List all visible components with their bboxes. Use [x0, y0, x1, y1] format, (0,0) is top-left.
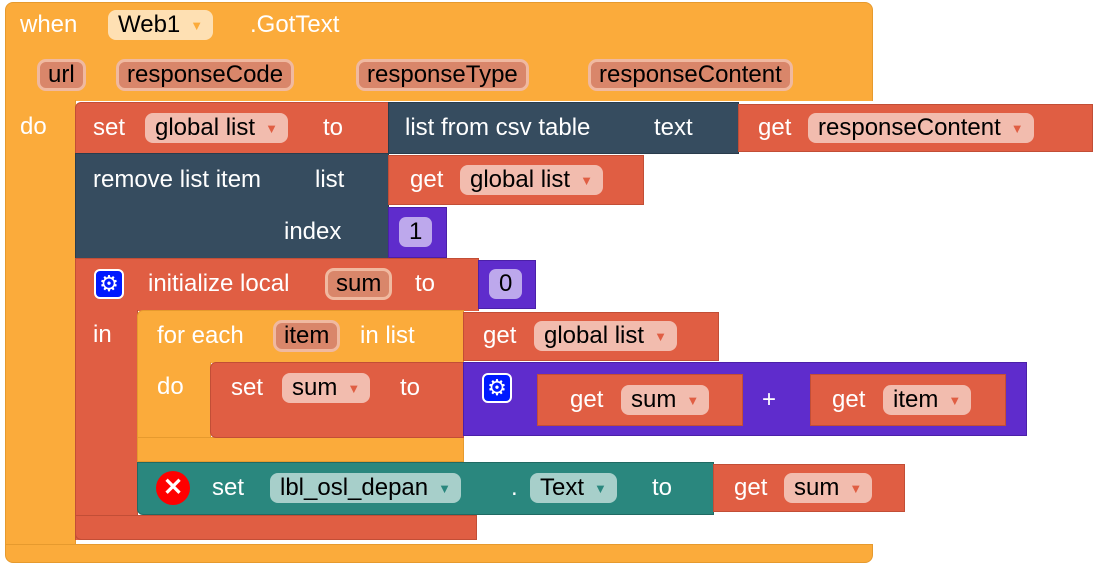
initialize-local-bottom: [75, 515, 477, 540]
property-value: Text: [540, 474, 585, 501]
get-var-dropdown[interactable]: responseContent ▼: [808, 113, 1034, 143]
mutator-gear-icon[interactable]: ⚙: [482, 373, 512, 403]
initialize-local-block[interactable]: [75, 258, 479, 311]
get-label: get: [410, 166, 444, 193]
to-label: to: [400, 374, 421, 401]
remove-label: remove list item: [93, 166, 262, 193]
dropdown-arrow-icon: ▼: [686, 392, 700, 408]
get-responseContent-block[interactable]: [738, 104, 1093, 152]
dropdown-arrow-icon: ▼: [190, 17, 204, 33]
param-url[interactable]: url: [37, 59, 86, 91]
error-icon[interactable]: ✕: [156, 471, 190, 505]
var-value: item: [893, 386, 939, 413]
dropdown-arrow-icon: ▼: [438, 480, 451, 496]
dot-label: .: [511, 474, 518, 501]
var-value: global list: [544, 322, 645, 349]
get-label: get: [483, 322, 517, 349]
var-value: responseContent: [818, 114, 1001, 141]
mutator-gear-icon[interactable]: ⚙: [94, 269, 124, 299]
component-value: lbl_osl_depan: [280, 474, 429, 501]
list-label: list: [315, 166, 345, 193]
global-var-dropdown[interactable]: global list ▼: [145, 113, 288, 143]
param-responseCode[interactable]: responseCode: [116, 59, 295, 91]
get-label: get: [758, 114, 792, 141]
get-var-dropdown[interactable]: item ▼: [883, 385, 972, 415]
dropdown-arrow-icon: ▼: [580, 172, 593, 188]
dropdown-arrow-icon: ▼: [594, 480, 607, 496]
property-dropdown[interactable]: Text ▼: [530, 473, 617, 503]
event-name: .GotText: [250, 11, 340, 38]
csv-label: list from csv table: [405, 114, 591, 141]
var-value: sum: [292, 374, 338, 401]
var-value: global list: [155, 114, 256, 141]
when-label: when: [20, 11, 78, 38]
dropdown-arrow-icon: ▼: [1010, 120, 1024, 136]
do-label: do: [157, 373, 184, 400]
dropdown-arrow-icon: ▼: [347, 380, 361, 396]
dropdown-arrow-icon: ▼: [265, 120, 278, 136]
local-var-name[interactable]: sum: [325, 268, 393, 300]
var-value: sum: [631, 386, 677, 413]
param-responseType[interactable]: responseType: [356, 59, 529, 91]
set-label: set: [212, 474, 245, 501]
in-label: in: [93, 321, 112, 348]
get-var-dropdown[interactable]: global list ▼: [460, 165, 603, 195]
get-var-dropdown[interactable]: sum ▼: [621, 385, 710, 415]
to-label: to: [323, 114, 344, 141]
in-list-label: in list: [360, 322, 415, 349]
var-value: global list: [470, 166, 571, 193]
event-do-column: [5, 100, 76, 546]
get-label: get: [734, 474, 768, 501]
set-label: set: [231, 374, 264, 401]
to-label: to: [415, 270, 436, 297]
var-value: sum: [794, 474, 840, 501]
number-value[interactable]: 0: [489, 269, 523, 299]
dropdown-arrow-icon: ▼: [948, 392, 962, 408]
list-from-csv-table-block[interactable]: [388, 102, 739, 154]
to-label: to: [652, 474, 673, 501]
number-value[interactable]: 1: [399, 217, 433, 247]
set-label: set: [93, 114, 126, 141]
dropdown-arrow-icon: ▼: [849, 480, 863, 496]
remove-list-item-block[interactable]: [75, 153, 389, 259]
for-each-bottom: [137, 437, 464, 462]
param-responseContent[interactable]: responseContent: [588, 59, 793, 91]
text-label: text: [654, 114, 693, 141]
loop-var-name[interactable]: item: [273, 320, 341, 352]
index-label: index: [284, 218, 342, 245]
init-label: initialize local: [148, 270, 290, 297]
component-dropdown[interactable]: Web1 ▼: [108, 10, 214, 40]
get-label: get: [832, 386, 866, 413]
dropdown-arrow-icon: ▼: [654, 328, 667, 344]
event-bottom-bar: [5, 544, 873, 563]
component-dropdown[interactable]: lbl_osl_depan ▼: [270, 473, 461, 503]
get-var-dropdown[interactable]: sum ▼: [784, 473, 873, 503]
component-value: Web1: [118, 11, 181, 38]
plus-operator: +: [762, 386, 777, 413]
get-var-dropdown[interactable]: global list ▼: [534, 321, 677, 351]
for-each-label: for each: [157, 322, 244, 349]
get-label: get: [570, 386, 604, 413]
do-label: do: [20, 113, 47, 140]
var-dropdown[interactable]: sum ▼: [282, 373, 371, 403]
